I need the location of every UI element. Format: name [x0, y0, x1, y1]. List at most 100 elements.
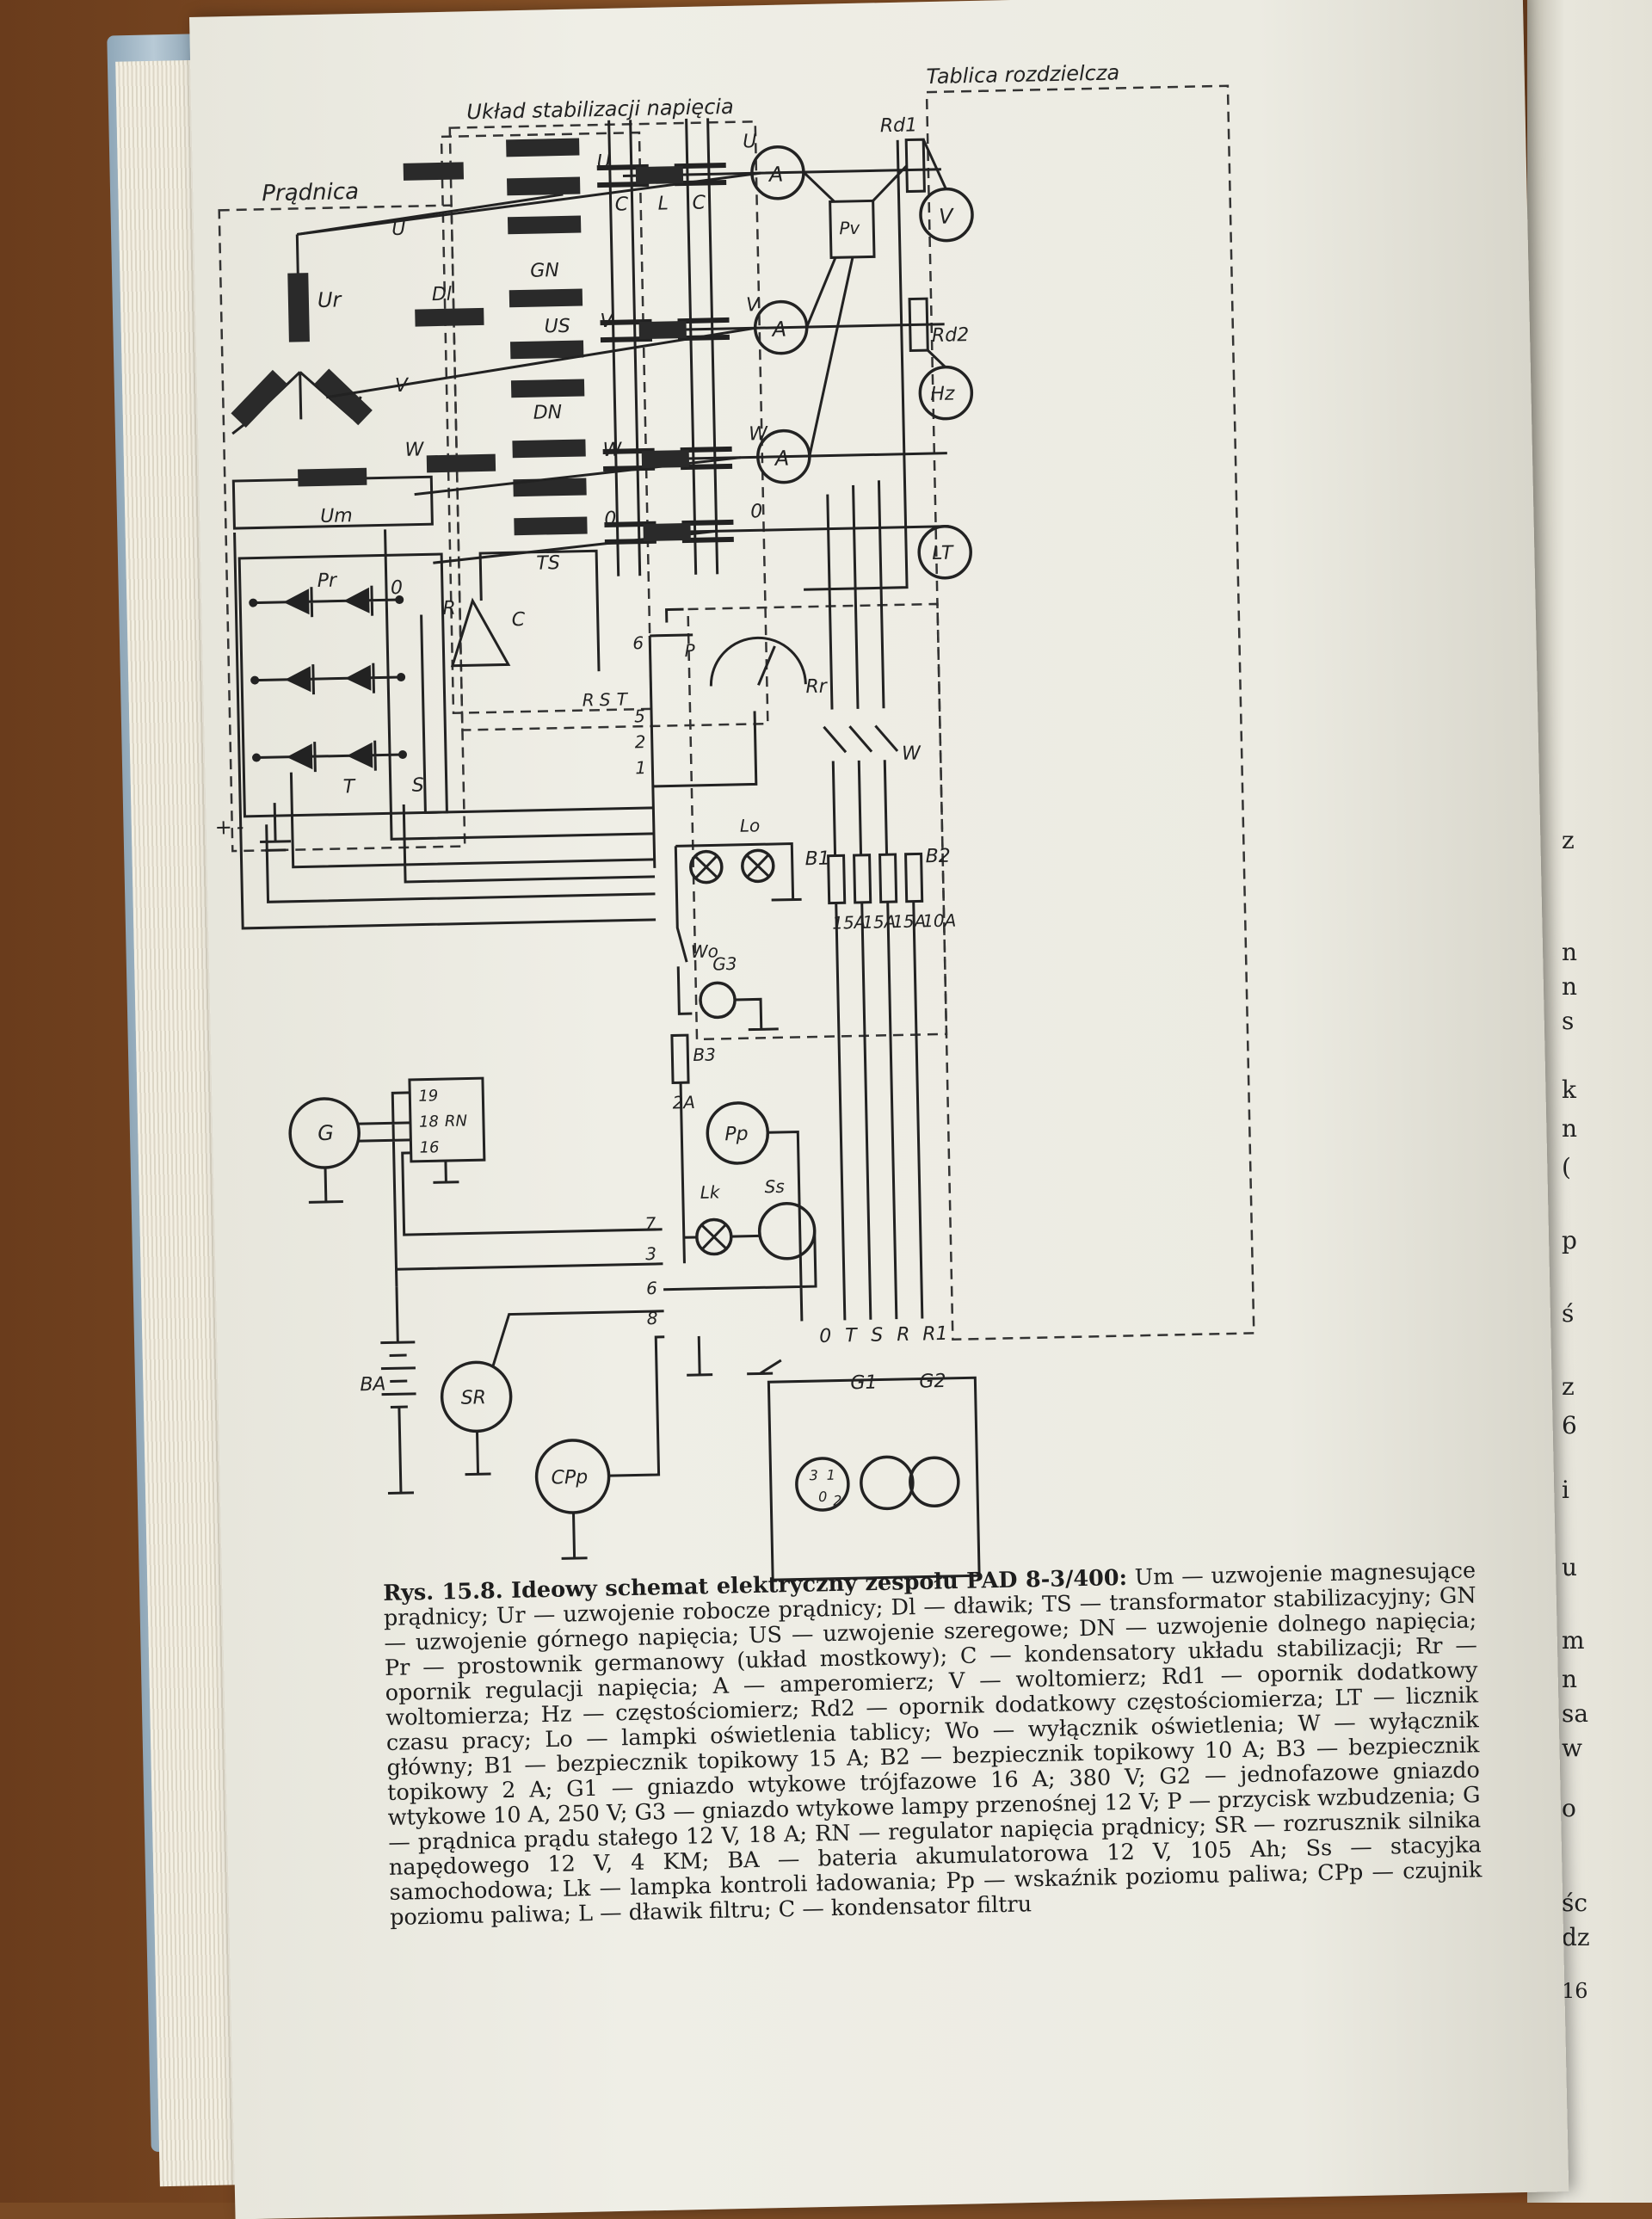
- terminal-s: S: [412, 774, 425, 796]
- label-cpp: CPp: [551, 1467, 588, 1489]
- charge-lamp-cross: [700, 1224, 728, 1250]
- label-g1: G1: [850, 1372, 878, 1395]
- us-coil-1: [509, 288, 583, 308]
- label-b3: B3: [693, 1044, 716, 1065]
- next-page-fragment: (: [1562, 1153, 1571, 1181]
- hour-counter: [917, 524, 972, 580]
- label-c-stab: C: [511, 609, 526, 631]
- next-page-fragment: k: [1562, 1076, 1576, 1104]
- next-page-fragment: dz: [1562, 1923, 1590, 1951]
- lamp-lo-2: [741, 848, 775, 884]
- pin-2: 2: [833, 1492, 842, 1508]
- fuse-b1-1: [827, 854, 847, 905]
- lamp-lo-1: [689, 849, 724, 885]
- fuse-outputs: [835, 901, 924, 1321]
- next-page-fragment: u: [1562, 1553, 1578, 1581]
- cpp-wiring: [561, 1335, 665, 1560]
- label-lo: Lo: [740, 815, 761, 835]
- label-dn: DN: [533, 402, 562, 424]
- term-3: 3: [645, 1243, 656, 1264]
- pin-1: 1: [826, 1467, 835, 1483]
- label-b2: B2: [925, 846, 951, 868]
- dn-coil-2: [513, 478, 587, 497]
- battery-ba: [380, 1262, 663, 1495]
- label-rr: Rr: [805, 676, 829, 699]
- label-gn: GN: [530, 260, 559, 282]
- filter-choke-0: [643, 522, 691, 542]
- label-rn: RN: [445, 1113, 467, 1131]
- control-wires: [233, 529, 656, 930]
- label-a-v: A: [770, 317, 786, 342]
- switch-wo: [674, 846, 693, 1015]
- dn-coil-3: [514, 516, 588, 536]
- rd2-resistor: [908, 297, 929, 353]
- pin-3: 3: [809, 1467, 818, 1483]
- next-page-fragment: s: [1562, 1007, 1575, 1035]
- label-us: US: [544, 316, 570, 338]
- label-ts: TS: [536, 552, 560, 575]
- term-1: 1: [635, 757, 646, 778]
- pin-0: 0: [818, 1489, 828, 1505]
- button-p: [650, 607, 693, 638]
- um-winding: [298, 467, 367, 487]
- label-lk: Lk: [700, 1181, 721, 1203]
- coil-1: [403, 162, 465, 181]
- label-g2: G2: [919, 1371, 946, 1393]
- next-page-fragment: z: [1562, 826, 1575, 854]
- phase-0-right: 0: [750, 501, 763, 522]
- output-t: T: [845, 1325, 859, 1347]
- socket-g1-b: [860, 1455, 915, 1511]
- rn-pin-16: 16: [419, 1138, 439, 1156]
- output-0: 0: [819, 1326, 832, 1347]
- filter-choke-u: [635, 166, 684, 185]
- filter-choke-v: [638, 320, 687, 340]
- ground-symbol: [260, 803, 292, 852]
- dl-coil: [415, 307, 484, 327]
- phase-w-right: W: [749, 423, 769, 445]
- label-ba: BA: [360, 1374, 386, 1396]
- us-coil-2: [509, 340, 584, 360]
- rectifier-frame: [237, 552, 448, 818]
- book-page: Prądnica Układ stabilizacji napięcia Tab…: [189, 0, 1569, 2219]
- fuse-b1-3: [878, 853, 898, 903]
- label-lt: LT: [932, 543, 954, 565]
- label-sr: SR: [460, 1387, 486, 1409]
- label-a-w: A: [774, 447, 790, 471]
- fuse-b2: [904, 852, 924, 903]
- rheostat-wiper: [757, 645, 776, 686]
- panel-grounds: [687, 1335, 782, 1377]
- stabilizer-box-left: [440, 131, 653, 715]
- term-8: 8: [647, 1308, 658, 1328]
- phase-u-right: U: [743, 131, 757, 152]
- socket-g3: [699, 981, 737, 1020]
- label-um: Um: [320, 505, 353, 527]
- label-fuse-15a-2: 15A: [862, 911, 897, 933]
- gn-coil-1: [506, 138, 580, 157]
- label-l: L: [657, 193, 669, 214]
- rst-r: R: [582, 689, 594, 710]
- next-page-fragment: 16: [1562, 1979, 1588, 2003]
- label-p: P: [684, 640, 695, 661]
- label-rd1: Rd1: [880, 114, 918, 137]
- phase-v-left: V: [395, 375, 410, 397]
- instrument-wiring: [663, 1082, 817, 1322]
- next-page-fragment: n: [1562, 1114, 1578, 1143]
- rheostat-rr: [709, 636, 807, 687]
- label-ss: Ss: [764, 1176, 785, 1197]
- us-coil-3: [510, 379, 585, 398]
- regulator-rn: [408, 1076, 486, 1163]
- label-pradnica: Prądnica: [262, 179, 359, 206]
- output-r: R: [897, 1324, 910, 1346]
- ignition-ss: [757, 1202, 817, 1261]
- term-5: 5: [634, 706, 645, 726]
- winding-w: [314, 368, 373, 426]
- sr-wiring: [465, 1310, 664, 1476]
- label-b1: B1: [804, 848, 830, 871]
- next-page-fragment: m: [1562, 1626, 1585, 1655]
- label-v: V: [939, 204, 955, 228]
- label-fuse-10a: 10A: [922, 910, 957, 932]
- w-coil: [426, 453, 496, 473]
- next-page-fragment: 6: [1562, 1411, 1577, 1439]
- socket-g1-a: [795, 1457, 850, 1512]
- filter-capacitors: [596, 118, 734, 576]
